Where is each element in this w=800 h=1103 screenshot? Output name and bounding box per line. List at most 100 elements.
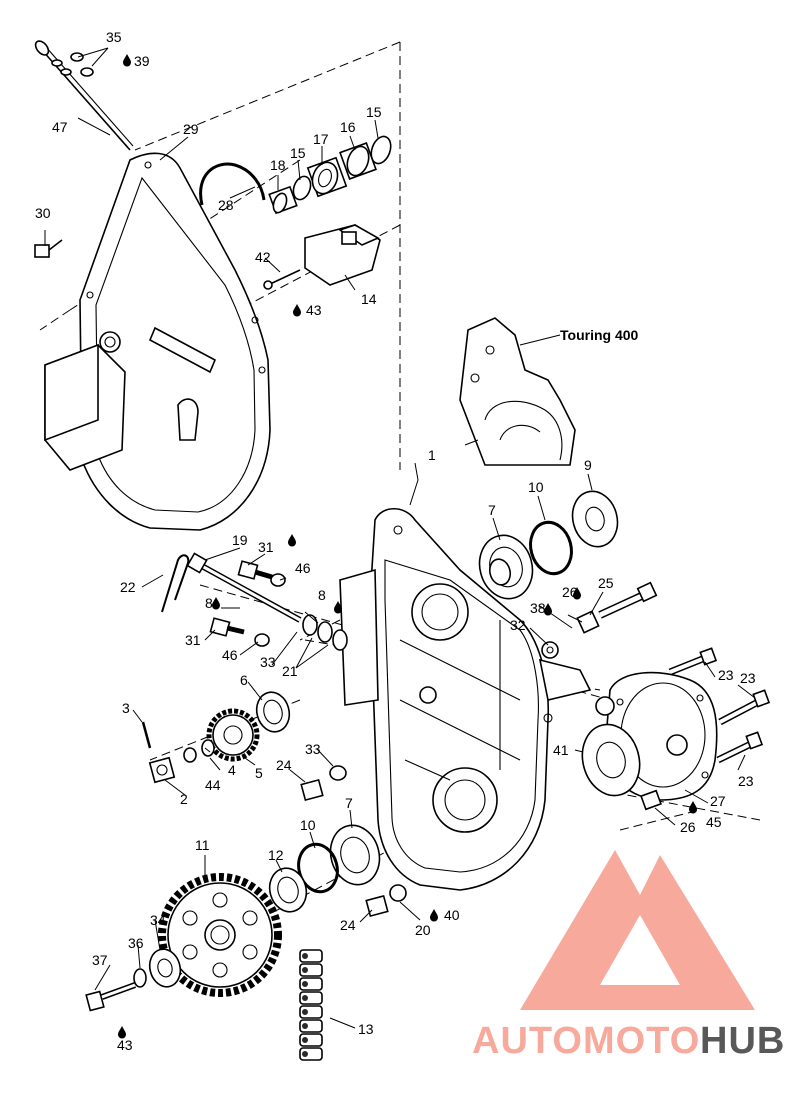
callout-18: 18 xyxy=(270,157,286,173)
callout-39: 39 xyxy=(134,53,150,69)
callout-9: 9 xyxy=(584,457,592,473)
callout-44: 44 xyxy=(205,777,221,793)
pin-3 xyxy=(141,721,152,749)
oil-drop-icon xyxy=(123,54,131,67)
driven-sprocket xyxy=(158,873,282,997)
rod-and-seals xyxy=(34,40,134,151)
oil-drop-icon xyxy=(430,909,438,922)
automotohub-logo: AUTOMOTO HUB xyxy=(472,850,785,1062)
logo-text-hub: HUB xyxy=(700,1020,785,1062)
callout-27: 27 xyxy=(710,793,726,809)
drive-chain xyxy=(299,949,323,1061)
chain-pin xyxy=(302,995,308,1001)
chain-link xyxy=(299,977,323,991)
left-bolts xyxy=(186,552,348,651)
chain-link xyxy=(299,991,323,1005)
tensioner-bracket xyxy=(263,224,381,290)
chain-pin xyxy=(302,953,308,959)
callout-6: 6 xyxy=(240,672,248,688)
logo-text-automoto: AUTOMOTO xyxy=(472,1020,700,1062)
callout-2: 2 xyxy=(180,791,188,807)
callout-3: 3 xyxy=(122,700,130,716)
chain-pin xyxy=(302,1009,308,1015)
callout-5: 5 xyxy=(255,765,263,781)
lower-bearing-set xyxy=(268,824,381,913)
chain-link xyxy=(299,949,323,963)
callout-36: 36 xyxy=(128,935,144,951)
bolt-30 xyxy=(34,239,63,258)
callout-14: 14 xyxy=(361,291,377,307)
callout-23b: 23 xyxy=(740,670,756,686)
callout-32: 32 xyxy=(510,617,526,633)
cotter-pin xyxy=(161,554,190,613)
callout-42: 42 xyxy=(255,249,271,265)
oil-drop-icon xyxy=(689,801,697,814)
callout-10b: 10 xyxy=(300,817,316,833)
nut-24-lower xyxy=(365,884,407,918)
callout-33b: 33 xyxy=(305,741,321,757)
bolt-25-assembly xyxy=(541,581,658,659)
callout-19: 19 xyxy=(232,532,248,548)
callout-11: 11 xyxy=(195,837,210,853)
callout-31a: 31 xyxy=(258,539,274,555)
callout-40: 40 xyxy=(444,907,460,923)
touring-housing-fragment xyxy=(459,317,576,466)
callout-23a: 23 xyxy=(718,667,734,683)
callout-23c: 23 xyxy=(738,773,754,789)
callout-22: 22 xyxy=(120,579,136,595)
chain-pin xyxy=(302,1023,308,1029)
chain-pin xyxy=(302,1051,308,1057)
chain-link xyxy=(299,1019,323,1033)
logo-triangle-inner xyxy=(600,915,680,985)
callout-24b: 24 xyxy=(340,917,356,933)
callout-29: 29 xyxy=(183,121,199,137)
chain-pin xyxy=(302,981,308,987)
callout-37: 37 xyxy=(92,952,108,968)
tensioner-shaft-parts xyxy=(268,135,392,215)
nut-24-upper xyxy=(300,765,347,802)
callout-41: 41 xyxy=(553,742,569,758)
callout-26b: 26 xyxy=(680,819,696,835)
chaincase-cover xyxy=(44,152,271,531)
chain-pin xyxy=(302,967,308,973)
callout-46a: 46 xyxy=(295,560,311,576)
callout-13: 13 xyxy=(358,1021,374,1037)
callout-45: 45 xyxy=(706,814,722,830)
callout-28: 28 xyxy=(218,197,234,213)
upper-bearing-set xyxy=(478,490,619,600)
callout-33a: 33 xyxy=(260,654,276,670)
callout-34: 34 xyxy=(150,912,166,928)
callout-24a: 24 xyxy=(276,757,292,773)
callout-7b: 7 xyxy=(345,795,353,811)
callout-43b: 43 xyxy=(117,1037,133,1053)
variant-label: Touring 400 xyxy=(560,327,639,343)
callout-43a: 43 xyxy=(306,302,322,318)
callout-15b: 15 xyxy=(290,145,306,161)
callout-10a: 10 xyxy=(528,479,544,495)
callout-labels: 1 2 3 4 5 6 7 7 8 8 9 10 10 11 12 13 14 … xyxy=(35,29,756,1053)
callout-15a: 15 xyxy=(366,104,382,120)
callout-8b: 8 xyxy=(318,587,326,603)
callout-4: 4 xyxy=(228,762,236,778)
oil-drop-icon xyxy=(293,304,301,317)
callout-20: 20 xyxy=(415,922,431,938)
callout-35: 35 xyxy=(106,29,122,45)
callout-16: 16 xyxy=(340,119,356,135)
sprocket-bolt xyxy=(85,948,182,1012)
callout-1: 1 xyxy=(428,447,436,463)
chain-pin xyxy=(302,1037,308,1043)
chain-link xyxy=(299,1033,323,1047)
callout-30: 30 xyxy=(35,205,51,221)
callout-21: 21 xyxy=(282,663,298,679)
callout-8a: 8 xyxy=(205,595,213,611)
callout-25: 25 xyxy=(598,575,614,591)
callout-7a: 7 xyxy=(488,502,496,518)
callout-31b: 31 xyxy=(185,632,201,648)
callout-12: 12 xyxy=(268,847,284,863)
callout-47: 47 xyxy=(52,119,68,135)
sprocket-fasteners xyxy=(148,739,215,784)
chain-link xyxy=(299,1005,323,1019)
oil-drop-icon xyxy=(212,597,220,610)
spring-wire xyxy=(199,162,266,206)
